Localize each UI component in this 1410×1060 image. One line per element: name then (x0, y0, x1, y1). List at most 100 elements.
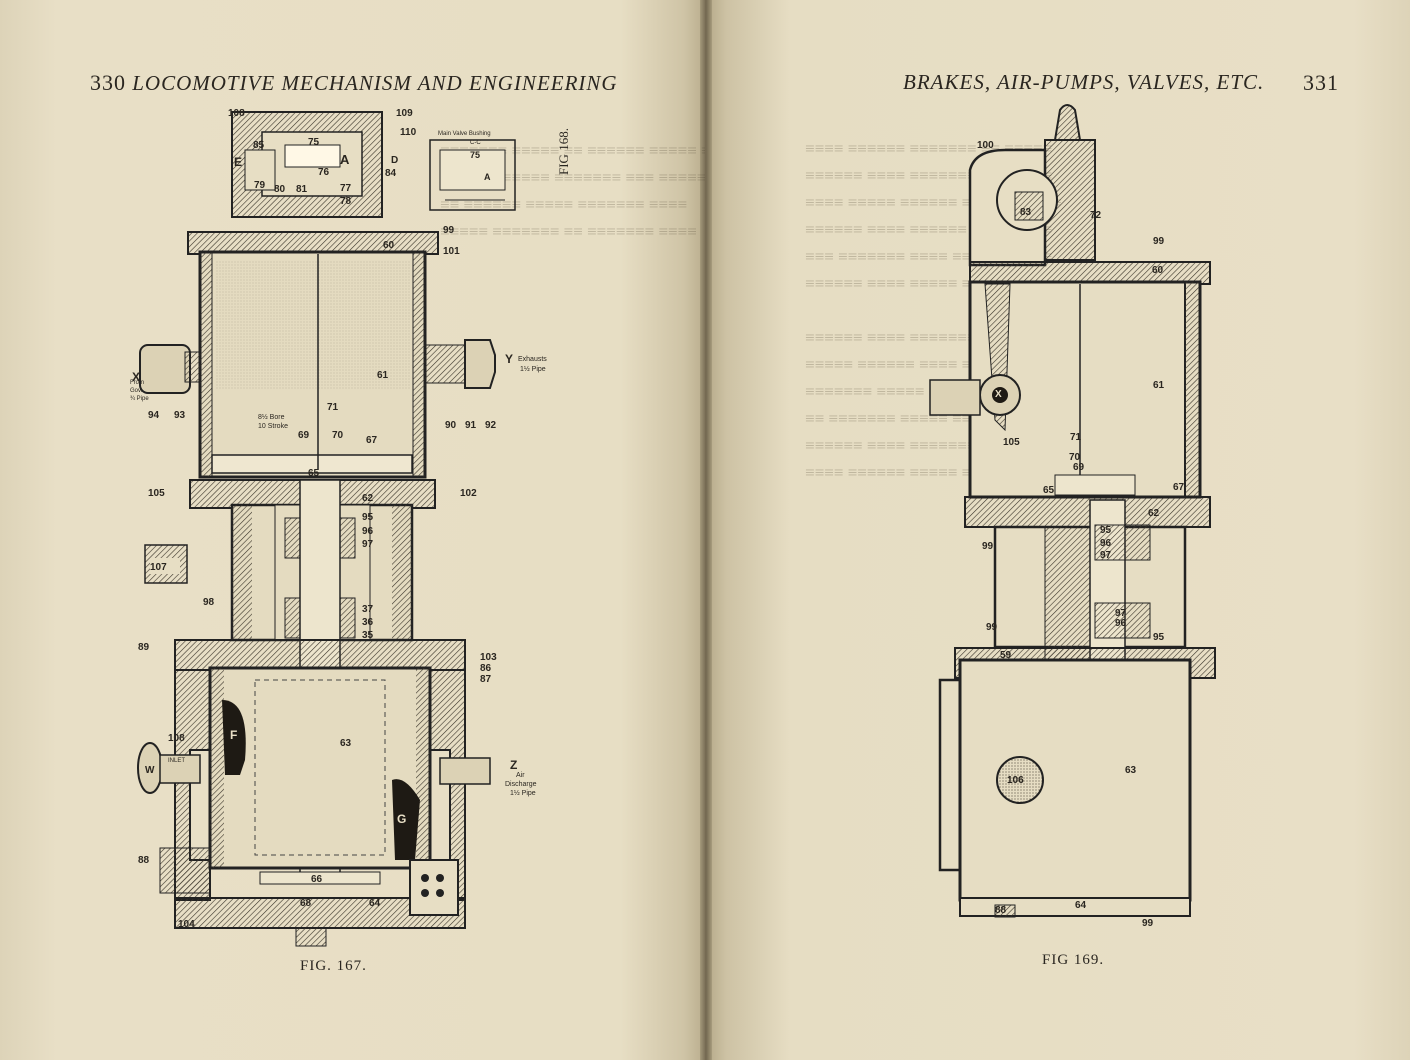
note-bore: 8½ Bore (258, 414, 285, 421)
label-72: 72 (1090, 210, 1102, 221)
label-A: A (340, 152, 350, 167)
fig-167-drawing (137, 111, 516, 947)
label-Xr: X (995, 389, 1002, 400)
note-exhaust: Exhausts (518, 356, 547, 363)
label-85: 85 (253, 140, 265, 151)
label-89: 89 (138, 642, 150, 653)
label-95r: 95 (1100, 525, 1112, 536)
left-page: 330 LOCOMOTIVE MECHANISM AND ENGINEERING… (0, 0, 705, 1060)
label-83: 83 (1020, 207, 1032, 218)
label-110: 110 (400, 127, 417, 138)
label-71: 71 (327, 402, 339, 413)
label-60r: 60 (1152, 265, 1164, 276)
label-69: 69 (298, 430, 310, 441)
label-99r2: 99 (982, 541, 994, 552)
label-95: 95 (362, 512, 374, 523)
label-37: 37 (362, 604, 374, 615)
note-gov-pipe: ¾ Pipe (130, 396, 149, 402)
label-86: 86 (480, 663, 492, 674)
left-running-head-title: LOCOMOTIVE MECHANISM AND ENGINEERING (132, 71, 618, 95)
note-from: From (130, 380, 144, 386)
label-70r: 70 (1069, 452, 1081, 463)
label-93: 93 (174, 410, 186, 421)
label-103: 103 (480, 652, 497, 663)
right-labels: 100 83 72 99 60 61 X 71 105 70 69 67 65 … (705, 0, 1410, 1060)
label-109: 109 (396, 108, 413, 119)
inset-part: 75 (470, 150, 481, 160)
label-108b: 108 (168, 733, 185, 744)
label-59r: 59 (1000, 650, 1012, 661)
left-running-head: 330 LOCOMOTIVE MECHANISM AND ENGINEERING (90, 70, 618, 96)
label-107: 107 (150, 562, 167, 573)
inset-fig-label: FIG 168. (556, 128, 571, 175)
label-60: 60 (383, 240, 395, 251)
label-70: 70 (332, 430, 344, 441)
label-88: 88 (138, 855, 150, 866)
label-71r: 71 (1070, 432, 1082, 443)
label-62: 62 (362, 493, 374, 504)
label-84: 84 (385, 168, 397, 179)
label-Y: Y (505, 352, 514, 366)
label-87: 87 (480, 674, 492, 685)
note-inlet: INLET (168, 758, 186, 764)
label-X: X (132, 370, 141, 384)
label-77: 77 (340, 183, 352, 194)
label-G: G (397, 812, 407, 826)
label-63: 63 (340, 738, 352, 749)
label-90: 90 (445, 420, 457, 431)
note-stroke: 10 Stroke (258, 423, 288, 430)
label-105: 105 (148, 488, 165, 499)
label-66: 66 (311, 874, 323, 885)
label-96: 96 (362, 526, 374, 537)
label-105r: 105 (1003, 437, 1020, 448)
label-64r: 64 (1075, 900, 1087, 911)
label-W: W (145, 765, 155, 776)
label-61: 61 (377, 370, 389, 381)
right-page-number: 331 (1303, 70, 1339, 95)
label-65: 65 (308, 468, 320, 479)
label-91: 91 (465, 420, 477, 431)
label-106r: 106 (1007, 775, 1024, 786)
fig-168-inset (429, 139, 516, 211)
label-99r1: 99 (1153, 236, 1165, 247)
label-E: E (234, 155, 243, 169)
label-64: 64 (369, 898, 381, 909)
note-gov: Gov. (130, 388, 143, 394)
label-100: 100 (977, 140, 994, 151)
label-108: 108 (228, 108, 245, 119)
label-88r: 88 (995, 905, 1007, 916)
label-F: F (230, 728, 238, 742)
label-76: 76 (318, 167, 330, 178)
label-36: 36 (362, 617, 374, 628)
right-running-head-title: BRAKES, AIR-PUMPS, VALVES, ETC. (903, 70, 1265, 94)
label-97r2: 97 (1115, 608, 1127, 619)
note-air: Air (516, 772, 525, 779)
label-92: 92 (485, 420, 497, 431)
label-104: 104 (178, 919, 195, 930)
label-97: 97 (362, 539, 374, 550)
label-95r2: 95 (1153, 632, 1165, 643)
inset-title: Main Valve Bushing (438, 131, 491, 137)
label-94: 94 (148, 410, 160, 421)
label-D: D (391, 155, 399, 166)
note-discharge: Discharge (505, 781, 537, 788)
note-discharge-pipe: 1½ Pipe (510, 790, 536, 797)
label-80: 80 (274, 184, 286, 195)
label-102: 102 (460, 488, 477, 499)
fig-169-drawing (929, 104, 1216, 918)
label-67r: 67 (1173, 482, 1185, 493)
label-98: 98 (203, 597, 215, 608)
label-96r: 96 (1100, 538, 1112, 549)
inset-letter: A (484, 172, 491, 182)
label-62r: 62 (1148, 508, 1160, 519)
label-67: 67 (366, 435, 378, 446)
label-35: 35 (362, 630, 374, 641)
label-68: 68 (300, 898, 312, 909)
label-63r: 63 (1125, 765, 1137, 776)
left-labels: 108 109 110 85 75 A E D 84 79 80 81 76 7… (130, 108, 571, 930)
label-81: 81 (296, 184, 308, 195)
label-65r: 65 (1043, 485, 1055, 496)
steam-piston (211, 454, 413, 474)
right-page: BRAKES, AIR-PUMPS, VALVES, ETC. 331 ≡≡≡≡… (705, 0, 1410, 1060)
